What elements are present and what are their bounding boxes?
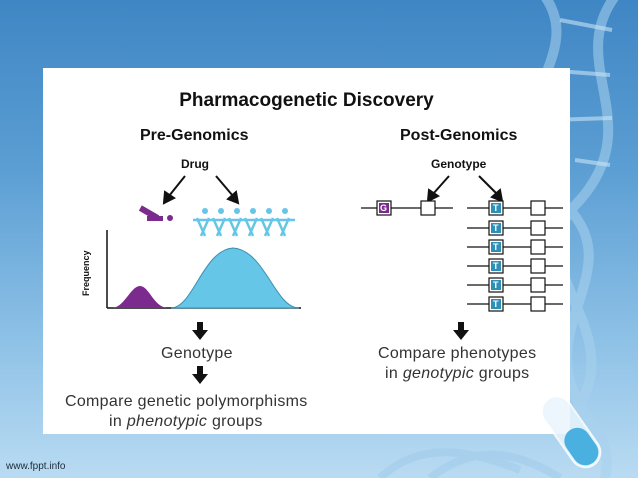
- slide-content: G T T T T T T Pharmacogenetic Discovery …: [43, 68, 570, 434]
- arrow-drug-left: [168, 175, 186, 197]
- frequency-axis-label: Frequency: [81, 250, 91, 296]
- allele-t-label: T: [493, 261, 499, 271]
- allele-g-label: G: [380, 203, 388, 213]
- drug-label: Drug: [181, 157, 209, 171]
- pre-genomics-heading: Pre-Genomics: [140, 127, 249, 144]
- minor-peak: [113, 286, 167, 308]
- arrow-genotype-left: [432, 175, 450, 195]
- diagram-graphics: [106, 175, 563, 384]
- arrow-drug-left-head: [162, 190, 176, 205]
- allele-t-label: T: [493, 242, 499, 252]
- down-arrow-3: [453, 322, 469, 340]
- page-title: Pharmacogenetic Discovery: [179, 90, 434, 111]
- frequency-plot: [106, 230, 301, 309]
- allele-t-label: T: [493, 280, 499, 290]
- allele-t-label: T: [493, 223, 499, 233]
- arrow-genotype-left-head: [426, 188, 440, 203]
- arrow-drug-right-head: [226, 190, 240, 205]
- allele-g-fill: [379, 203, 389, 213]
- allele-t-label: T: [493, 299, 499, 309]
- genotypic-emphasis: genotypic: [402, 365, 475, 382]
- arrow-genotype-right: [478, 175, 498, 195]
- down-arrow-2: [192, 366, 208, 384]
- pre-step-compare-line2: in phenotypic groups: [109, 413, 263, 430]
- pre-step-compare-line1: Compare genetic polymorphisms: [65, 393, 308, 410]
- pre-step-genotype: Genotype: [161, 345, 233, 362]
- major-peak: [170, 247, 300, 309]
- post-step-compare-line1: Compare phenotypes: [378, 345, 537, 362]
- allele-t-rows: [467, 200, 563, 312]
- phenotypic-emphasis: phenotypic: [126, 413, 208, 430]
- footer-link[interactable]: www.fppt.info: [6, 461, 66, 472]
- drug-molecule-icon: [138, 205, 173, 221]
- arrow-genotype-right-head: [490, 188, 504, 203]
- receptor-icons: [193, 217, 295, 237]
- allele-diagram: [361, 200, 563, 312]
- genotype-input-label: Genotype: [431, 157, 487, 171]
- test-tube-icon: [540, 395, 602, 469]
- post-step-compare-line2: in genotypic groups: [385, 365, 530, 382]
- down-arrow-1: [192, 322, 208, 340]
- arrow-drug-right: [215, 175, 234, 197]
- allele-t-label: T: [493, 203, 499, 213]
- post-genomics-heading: Post-Genomics: [400, 127, 518, 144]
